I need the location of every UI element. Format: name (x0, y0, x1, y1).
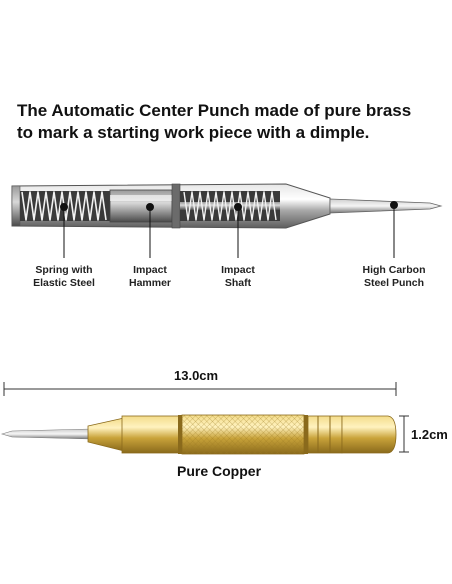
callout-punch-line-1: High Carbon (362, 264, 426, 276)
diameter-label: 1.2cm (411, 427, 448, 442)
length-dimension-line (3, 382, 397, 396)
callout-punch-line-2: Steel Punch (363, 277, 425, 289)
callout-hammer-line-2: Hammer (128, 277, 172, 289)
brass-punch (0, 414, 397, 455)
headline: The Automatic Center Punch made of pure … (17, 100, 447, 144)
material-caption: Pure Copper (177, 463, 262, 479)
callout-shaft-line-2: Shaft (224, 277, 252, 289)
callout-impact-shaft: Impact Shaft (206, 264, 270, 290)
headline-line-1: The Automatic Center Punch made of pure … (17, 101, 412, 120)
headline-line-2: to mark a starting work piece with a dim… (17, 123, 370, 142)
length-label: 13.0cm (174, 368, 219, 383)
callout-spring-line-1: Spring with (35, 264, 93, 276)
callout-hammer-line-1: Impact (133, 264, 167, 276)
callout-steel-punch: High Carbon Steel Punch (354, 264, 434, 290)
cutaway-punch (11, 183, 443, 229)
callout-shaft-line-1: Impact (221, 264, 255, 276)
diameter-dimension-line (399, 415, 409, 453)
callout-impact-hammer: Impact Hammer (118, 264, 182, 290)
callout-spring: Spring with Elastic Steel (27, 264, 101, 290)
callout-spring-line-2: Elastic Steel (33, 277, 95, 289)
callout-leaders (60, 201, 398, 258)
shaft-spring (183, 191, 277, 221)
